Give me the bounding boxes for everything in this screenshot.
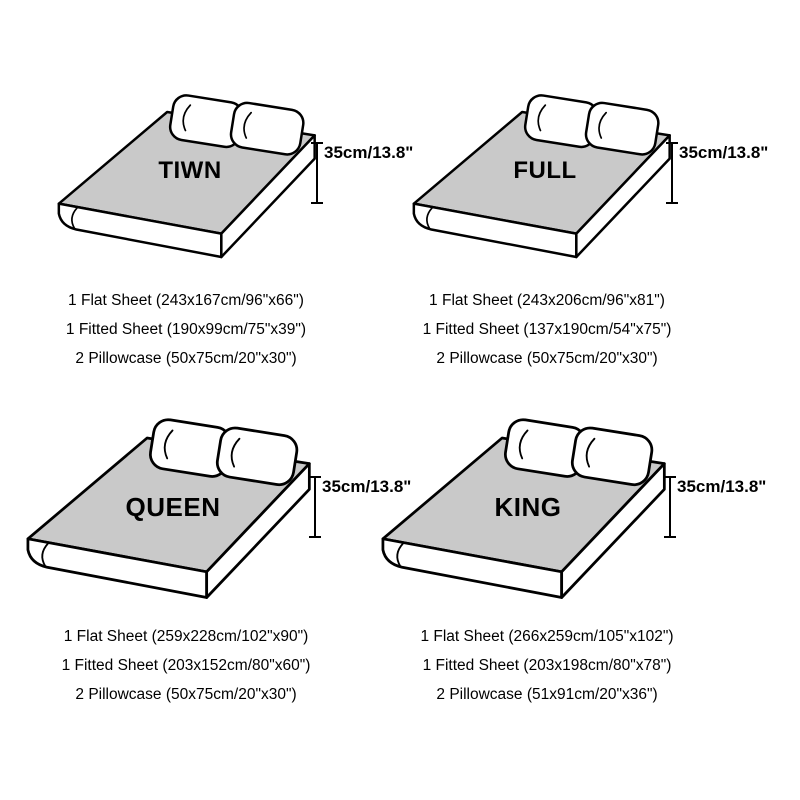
spec-list: 1 Flat Sheet (243x206cm/96"x81") 1 Fitte… xyxy=(347,286,747,373)
pillowcase-spec: 2 Pillowcase (50x75cm/20"x30") xyxy=(75,350,297,367)
height-label: 35cm/13.8" xyxy=(324,143,414,162)
size-panel-queen: QUEEN 35cm/13.8" 1 Flat Sheet (259x228cm… xyxy=(0,400,411,800)
pillowcase-spec: 2 Pillowcase (51x91cm/20"x36") xyxy=(436,686,658,703)
fitted-sheet-spec: 1 Fitted Sheet (203x152cm/80"x60") xyxy=(61,657,311,674)
height-marker: 35cm/13.8" xyxy=(664,476,767,538)
flat-sheet-spec: 1 Flat Sheet (266x259cm/105"x102") xyxy=(420,628,674,645)
size-panel-full: FULL 35cm/13.8" 1 Flat Sheet (243x206cm/… xyxy=(400,0,800,400)
height-marker: 35cm/13.8" xyxy=(309,476,412,538)
bed-size-label: KING xyxy=(494,492,562,522)
size-panel-twin: TIWN 35cm/13.8" 1 Flat Sheet (243x167cm/… xyxy=(0,0,413,400)
bed-size-label: FULL xyxy=(513,157,577,184)
fitted-sheet-spec: 1 Fitted Sheet (137x190cm/54"x75") xyxy=(422,321,672,338)
height-measure-line-icon xyxy=(311,142,323,204)
spec-list: 1 Flat Sheet (243x167cm/96"x66") 1 Fitte… xyxy=(0,286,386,373)
flat-sheet-spec: 1 Flat Sheet (259x228cm/102"x90") xyxy=(63,628,309,645)
height-marker: 35cm/13.8" xyxy=(311,142,414,204)
height-measure-line-icon xyxy=(664,476,676,538)
flat-sheet-spec: 1 Flat Sheet (243x206cm/96"x81") xyxy=(429,292,665,309)
bed-illustration-queen: QUEEN 35cm/13.8" xyxy=(0,416,411,606)
fitted-sheet-spec: 1 Fitted Sheet (190x99cm/75"x39") xyxy=(65,321,307,338)
height-label: 35cm/13.8" xyxy=(322,477,412,496)
bed-size-label: TIWN xyxy=(158,157,222,184)
spec-list: 1 Flat Sheet (259x228cm/102"x90") 1 Fitt… xyxy=(0,622,386,709)
bed-illustration-king: KING 35cm/13.8" xyxy=(355,416,766,606)
bed-illustration-full: FULL 35cm/13.8" xyxy=(355,92,768,264)
height-marker: 35cm/13.8" xyxy=(666,142,769,204)
bed-illustration-twin: TIWN 35cm/13.8" xyxy=(0,92,413,264)
pillowcase-spec: 2 Pillowcase (50x75cm/20"x30") xyxy=(75,686,297,703)
flat-sheet-spec: 1 Flat Sheet (243x167cm/96"x66") xyxy=(68,292,304,309)
height-measure-line-icon xyxy=(666,142,678,204)
height-label: 35cm/13.8" xyxy=(679,143,769,162)
height-measure-line-icon xyxy=(309,476,321,538)
panel-inner: KING 35cm/13.8" 1 Flat Sheet (266x259cm/… xyxy=(355,416,766,800)
height-label: 35cm/13.8" xyxy=(677,477,767,496)
pillowcase-spec: 2 Pillowcase (50x75cm/20"x30") xyxy=(436,350,658,367)
size-panel-king: KING 35cm/13.8" 1 Flat Sheet (266x259cm/… xyxy=(381,400,800,800)
panel-inner: TIWN 35cm/13.8" 1 Flat Sheet (243x167cm/… xyxy=(0,92,413,492)
panel-inner: FULL 35cm/13.8" 1 Flat Sheet (243x206cm/… xyxy=(355,92,768,492)
fitted-sheet-spec: 1 Fitted Sheet (203x198cm/80"x78") xyxy=(422,657,672,674)
spec-list: 1 Flat Sheet (266x259cm/105"x102") 1 Fit… xyxy=(347,622,747,709)
panel-inner: QUEEN 35cm/13.8" 1 Flat Sheet (259x228cm… xyxy=(0,416,411,800)
bed-size-label: QUEEN xyxy=(125,492,221,522)
